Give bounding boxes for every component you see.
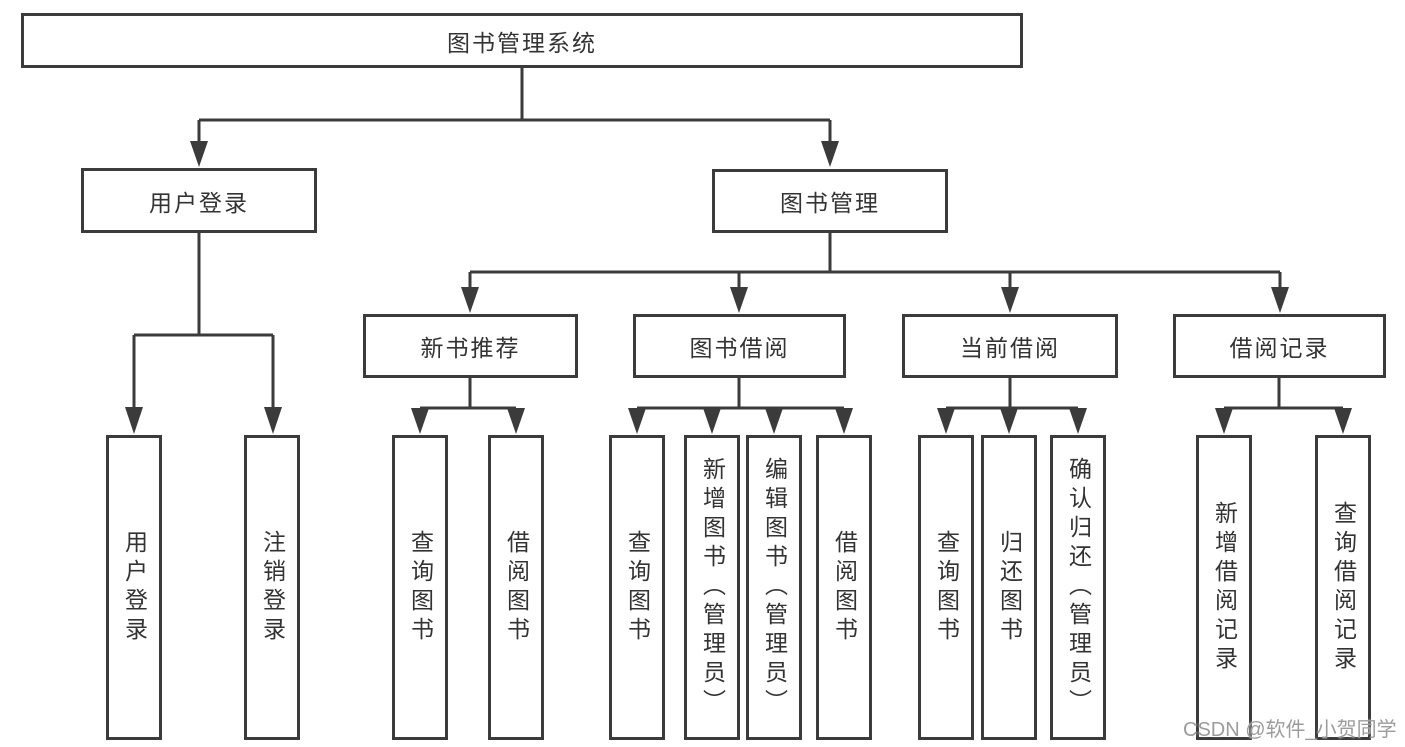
leaf-user-login-label: 用户登录 xyxy=(121,529,148,646)
leaf-query-books-current: 查询图书 xyxy=(918,435,974,740)
leaf-return-books: 归还图书 xyxy=(981,435,1037,740)
node-current-borrowing-label: 当前借阅 xyxy=(960,335,1060,361)
node-user-login: 用户登录 xyxy=(81,168,317,233)
node-book-borrowing: 图书借阅 xyxy=(633,314,846,378)
node-new-book-recommend: 新书推荐 xyxy=(363,314,578,378)
leaf-query-books-borrowing-label: 查询图书 xyxy=(624,529,651,646)
leaf-confirm-return-admin-label: 确认归还（管理员） xyxy=(1065,457,1092,718)
node-root-label: 图书管理系统 xyxy=(447,29,597,56)
leaf-borrow-books-recommend: 借阅图书 xyxy=(488,435,544,740)
leaf-add-books-admin-label: 新增图书（管理员） xyxy=(699,457,726,718)
leaf-query-borrow-record-label: 查询借阅记录 xyxy=(1330,500,1357,675)
leaf-query-books-current-label: 查询图书 xyxy=(933,529,960,646)
leaf-user-login: 用户登录 xyxy=(106,435,162,740)
leaf-query-borrow-record: 查询借阅记录 xyxy=(1315,435,1371,740)
node-current-borrowing: 当前借阅 xyxy=(902,314,1118,378)
leaf-query-books-recommend-label: 查询图书 xyxy=(407,529,434,646)
leaf-add-borrow-record: 新增借阅记录 xyxy=(1196,435,1252,740)
node-root: 图书管理系统 xyxy=(21,13,1023,68)
leaf-logout: 注销登录 xyxy=(244,435,300,740)
leaf-edit-books-admin: 编辑图书（管理员） xyxy=(746,435,802,740)
node-borrowing-records-label: 借阅记录 xyxy=(1229,335,1330,361)
node-book-borrowing-label: 图书借阅 xyxy=(689,335,790,361)
watermark: CSDN @软件_小贺同学 xyxy=(1183,719,1397,741)
leaf-query-books-recommend: 查询图书 xyxy=(392,435,448,740)
leaf-return-books-label: 归还图书 xyxy=(996,529,1023,646)
leaf-add-books-admin: 新增图书（管理员） xyxy=(684,435,740,740)
leaf-add-borrow-record-label: 新增借阅记录 xyxy=(1211,500,1238,675)
leaf-confirm-return-admin: 确认归还（管理员） xyxy=(1050,435,1106,740)
node-user-login-label: 用户登录 xyxy=(149,189,249,216)
leaf-borrow-books-recommend-label: 借阅图书 xyxy=(503,529,530,646)
leaf-logout-label: 注销登录 xyxy=(259,529,286,646)
leaf-edit-books-admin-label: 编辑图书（管理员） xyxy=(761,457,788,718)
node-new-book-recommend-label: 新书推荐 xyxy=(420,335,521,361)
node-book-management: 图书管理 xyxy=(712,169,948,233)
node-book-management-label: 图书管理 xyxy=(780,190,880,216)
leaf-query-books-borrowing: 查询图书 xyxy=(609,435,665,740)
leaf-borrow-books-borrowing-label: 借阅图书 xyxy=(831,529,858,646)
node-borrowing-records: 借阅记录 xyxy=(1173,314,1386,378)
leaf-borrow-books-borrowing: 借阅图书 xyxy=(816,435,872,740)
